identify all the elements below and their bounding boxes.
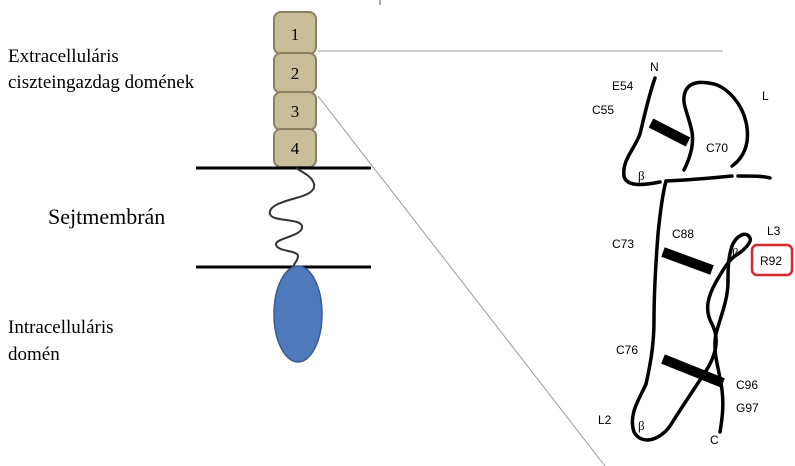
label-loop-l: L xyxy=(762,89,769,103)
strand-n-terminal xyxy=(622,76,662,187)
extracellular-label-line1: Extracelluláris xyxy=(8,46,119,67)
strand-twist-lower xyxy=(713,280,730,434)
label-c73: C73 xyxy=(612,237,634,251)
label-n-terminus: N xyxy=(650,60,659,74)
domain-number: 1 xyxy=(291,25,300,44)
label-beta-2: β xyxy=(732,245,739,260)
membrane-label: Sejtmembrán xyxy=(48,204,165,229)
domain-block-2: 2 xyxy=(273,52,317,94)
loop-l xyxy=(682,80,750,172)
intracellular-domain xyxy=(273,265,323,363)
label-c76: C76 xyxy=(616,343,638,357)
r92-highlight-box xyxy=(750,243,794,277)
strand-loop-l3 xyxy=(726,232,753,284)
strand-loop-l2 xyxy=(630,372,706,442)
domain-block-4: 4 xyxy=(273,128,317,168)
label-c88: C88 xyxy=(672,227,694,241)
zoom-line-bottom xyxy=(317,95,606,466)
label-e54: E54 xyxy=(612,79,634,93)
strand-beta-1 xyxy=(664,174,734,183)
domain-block-3: 3 xyxy=(273,91,317,131)
strand-descending xyxy=(644,179,668,386)
label-l3: L3 xyxy=(767,224,781,238)
intracellular-label-line2: domén xyxy=(8,344,60,365)
label-g97: G97 xyxy=(736,401,759,415)
label-c70: C70 xyxy=(706,141,728,155)
protein-structure xyxy=(622,76,772,442)
domain-number: 2 xyxy=(291,64,300,83)
disulfide-bond-c55-c70 xyxy=(648,118,691,147)
disulfide-bond-c73-c88 xyxy=(661,247,714,275)
label-beta-3: β xyxy=(638,418,645,433)
transmembrane-coil xyxy=(268,167,316,271)
intracellular-label-line1: Intracelluláris xyxy=(8,317,114,338)
label-r92: R92 xyxy=(760,254,782,268)
label-c55: C55 xyxy=(592,103,614,117)
domain-block-1: 1 xyxy=(273,11,317,55)
strand-beta-1b xyxy=(736,174,772,180)
domain-number: 3 xyxy=(291,102,300,121)
label-c-terminus: C xyxy=(710,433,719,447)
domain-number: 4 xyxy=(291,139,300,158)
label-beta-1: β xyxy=(638,168,645,183)
extracellular-label-line2: ciszteingazdag domének xyxy=(8,72,195,93)
label-c96: C96 xyxy=(736,378,758,392)
disulfide-bonds xyxy=(648,118,725,388)
disulfide-bond-c76-c96 xyxy=(661,354,725,388)
label-l2: L2 xyxy=(598,413,612,427)
